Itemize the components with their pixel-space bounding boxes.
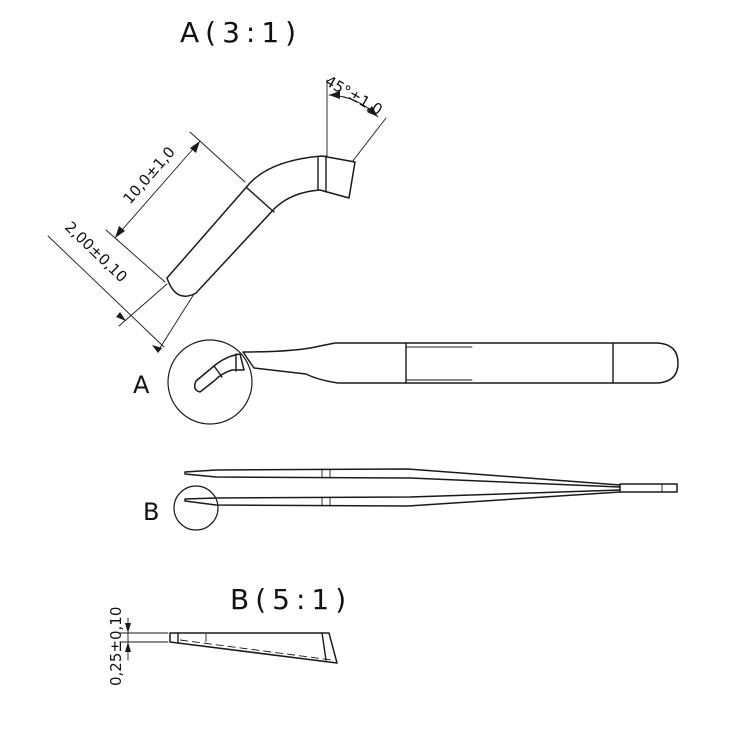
detail-b-callout-label: B bbox=[143, 498, 159, 526]
detail-a-length-extension-2 bbox=[105, 229, 166, 283]
tweezer-side-view: A bbox=[133, 339, 679, 425]
tweezer-b-end bbox=[619, 483, 678, 493]
detail-a-callout-circle bbox=[167, 339, 253, 425]
tweezer-b-upper-arm bbox=[184, 468, 621, 488]
detail-a-length-arrow bbox=[190, 141, 200, 153]
detail-a-width-extension-2 bbox=[157, 293, 195, 352]
detail-a-width-arrow-2 bbox=[152, 345, 162, 353]
detail-a-length-line bbox=[114, 140, 201, 239]
detail-a-width-arrow bbox=[116, 312, 126, 321]
detail-b-title: B(5:1) bbox=[230, 583, 352, 616]
detail-b-thickness-label: 0,25±0,10 bbox=[107, 607, 125, 686]
detail-a-angle-arrow-2 bbox=[367, 106, 378, 117]
detail-a: A(3:1) 45°±1,0 10,0±1,0 2,00±0,10 bbox=[47, 16, 387, 353]
detail-b-callout-circle bbox=[173, 485, 219, 531]
detail-a-title: A(3:1) bbox=[180, 16, 302, 49]
detail-a-tip-outline bbox=[166, 155, 356, 297]
detail-a-band-line bbox=[246, 187, 275, 213]
detail-b-thickness-arrow-2 bbox=[125, 642, 131, 652]
detail-a-length-extension bbox=[189, 131, 246, 183]
tweezer-b-lower-arm bbox=[184, 489, 621, 507]
tweezer-top-view: B bbox=[143, 468, 678, 531]
tweezer-a-tip-band bbox=[213, 365, 223, 378]
detail-a-angle-arrow bbox=[329, 91, 340, 99]
detail-b-thickness-arrow bbox=[125, 623, 131, 633]
detail-a-width-line bbox=[47, 235, 165, 348]
detail-a-callout-label: A bbox=[133, 371, 150, 399]
tweezer-a-handle bbox=[242, 342, 679, 384]
detail-b-tip-edge bbox=[321, 632, 327, 661]
detail-a-width-extension bbox=[118, 283, 168, 327]
detail-b: B(5:1) 0,25±0,10 bbox=[107, 583, 352, 686]
detail-b-tip-hidden-line bbox=[179, 639, 333, 661]
detail-a-angle-extension-2 bbox=[351, 117, 387, 163]
detail-b-tip-outline bbox=[169, 632, 338, 664]
detail-a-length-arrow-2 bbox=[115, 226, 125, 238]
